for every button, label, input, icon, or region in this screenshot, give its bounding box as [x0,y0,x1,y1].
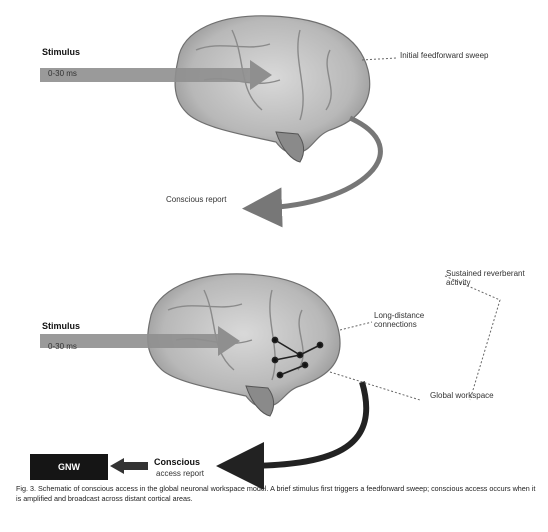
figure-caption: Fig. 3. Schematic of conscious access in… [16,484,536,505]
top-output-label: Conscious report [166,196,236,205]
top-callout: Initial feedforward sweep [400,52,490,61]
bottom-input-sublabel: 0-30 ms [48,343,77,352]
bottom-input-label: Stimulus [42,322,80,332]
gnw-badge: GNW [30,454,108,480]
top-input-label: Stimulus [42,48,80,58]
brain-top [175,16,370,162]
top-callout-line [362,58,396,60]
bottom-output-label: Conscious [154,458,200,468]
bottom-callout-2: Long-distance connections [374,312,454,330]
bottom-callout-3: Global workspace [430,392,510,401]
badge-arrow [110,458,124,474]
top-input-sublabel: 0-30 ms [48,70,77,79]
badge-arrow-shaft [124,462,148,470]
bottom-callout-1: Sustained reverberant activity [446,270,526,288]
bottom-output-sublabel: access report [156,470,204,479]
bottom-callout-lines [330,276,500,400]
